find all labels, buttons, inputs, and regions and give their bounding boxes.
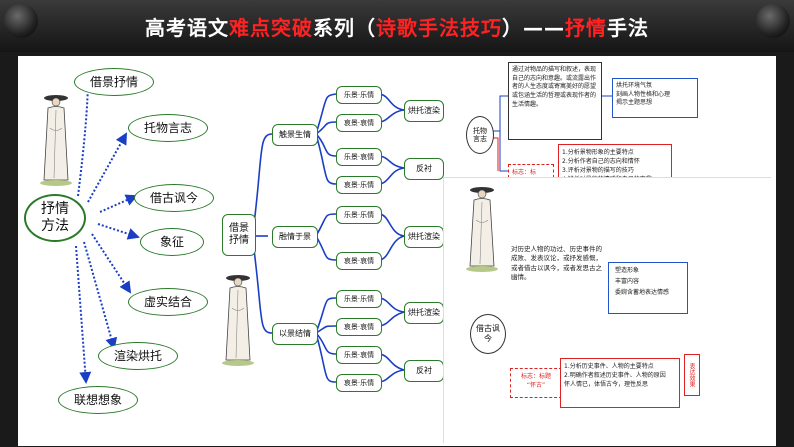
side-text: 表达效果 — [688, 363, 695, 387]
title-part: 难点突破 — [229, 16, 313, 40]
decorative-orb-right — [756, 4, 790, 38]
slide-title: 高考语文难点突破系列（诗歌手法技巧）——抒情手法 — [0, 12, 794, 41]
result-node: 烘托渲染 — [404, 100, 444, 122]
branch-lianxiang-xiangxiang: 联想想象 — [58, 386, 138, 414]
effect-list-tuowu: 烘托环境气氛 刻画人物性格和心理 揭示主题思想 — [612, 78, 698, 118]
leaf-node: 乐景·哀情 — [336, 346, 382, 364]
decorative-orb-left — [4, 4, 38, 38]
desc-box-tuowu: 通过对物品的描写和叙述，表现自己的志向和意趣。或流露出作者的人生态度或寄寓美好的… — [508, 62, 602, 140]
tag-text: 标志：标题 “怀古” — [520, 373, 551, 389]
poet-figure-right — [466, 187, 498, 272]
result-node: 反衬 — [404, 158, 444, 180]
slide-canvas: 抒情 方法 借景抒情 托物言志 借古讽今 象征 虚实结合 渲染烘托 联想想象 借… — [18, 56, 776, 446]
center-node-lyric-method: 抒情 方法 — [24, 194, 86, 242]
title-bar: 高考语文难点突破系列（诗歌手法技巧）——抒情手法 — [0, 0, 794, 52]
branch-xiangzheng: 象征 — [140, 228, 204, 256]
title-part: 诗歌手法技巧 — [376, 16, 502, 40]
group-chujing-shengqing: 触景生情 — [272, 124, 318, 146]
title-part: 系列（ — [313, 16, 376, 40]
leaf-node: 哀景·乐情 — [336, 176, 382, 194]
leaf-node: 哀景·哀情 — [336, 114, 382, 132]
branch-jiegu-fengjin: 借古讽今 — [134, 184, 214, 212]
tag-box-tuowu: 标志：标题“咏” — [508, 164, 554, 185]
branch-xuanran-hongtuo: 渲染烘托 — [98, 342, 178, 370]
leaf-node: 哀景·哀情 — [336, 252, 382, 270]
node-jiegu-fengjin: 借古讽 今 — [470, 314, 506, 354]
branch-tuowu-yanzhi: 托物言志 — [128, 114, 208, 142]
group-rongqing-yujing: 融情于景 — [272, 226, 318, 248]
title-part: 手法 — [607, 16, 649, 40]
title-part: 高考语文 — [145, 16, 229, 40]
leaf-node: 哀景·哀情 — [336, 318, 382, 336]
title-part: ）—— — [502, 16, 565, 40]
mid-root-node: 借景 抒情 — [222, 214, 256, 256]
points-box-tuowu: 1.分析景物形象的主要特点 2.分析作者自己的志向和情怀 3.评析对景物的描写的… — [558, 144, 672, 183]
leaf-node: 乐景·哀情 — [336, 148, 382, 166]
side-box-effect: 表达效果 — [684, 354, 700, 396]
branch-jing-jing-shuqing: 借景抒情 — [74, 68, 154, 96]
tree-curves — [252, 93, 405, 383]
result-node: 反衬 — [404, 360, 444, 382]
poet-figure-middle — [222, 275, 254, 366]
tag-box-jiegu: 标志：标题 “怀古” — [510, 368, 562, 398]
leaf-node: 乐景·乐情 — [336, 86, 382, 104]
desc-box-jiegu: 对历史人物的功过、历史事件的成败、发表议论，或抒发感慨，或者借古以讽今，或者发思… — [508, 242, 608, 304]
points-box-jiegu: 1.分析历史事件、人物的主要特点 2.明确作者叙述历史事件、人物的原因 怀人情已… — [560, 358, 680, 408]
branch-xushi-jiehe: 虚实结合 — [128, 288, 208, 316]
result-node: 烘托渲染 — [404, 226, 444, 248]
effect-list-jiegu: 塑造形象 丰富内容 委婉含蓄地表达情感 — [608, 262, 688, 314]
group-yijing-jieqing: 以景结情 — [272, 323, 318, 345]
leaf-node: 哀景·乐情 — [336, 374, 382, 392]
connector-lines — [75, 76, 689, 384]
result-node: 烘托渲染 — [404, 302, 444, 324]
leaf-node: 乐景·乐情 — [336, 206, 382, 224]
poet-figure-left — [40, 95, 72, 186]
title-part: 抒情 — [565, 16, 607, 40]
leaf-node: 乐景·乐情 — [336, 290, 382, 308]
node-tuowu-yanzhi: 托物 言志 — [466, 116, 494, 154]
